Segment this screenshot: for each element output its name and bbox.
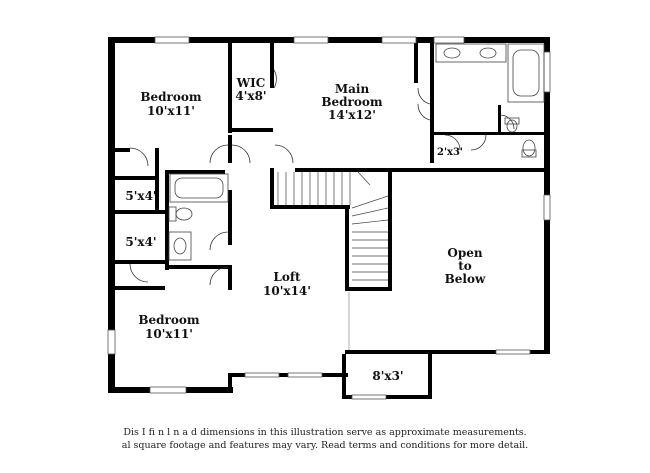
disclaimer-line-1: Dis I fi n l n a d dimensions in this il… — [123, 427, 527, 438]
windows — [107, 36, 551, 400]
interior-walls — [115, 43, 550, 291]
main-bedroom-name-2: Bedroom — [321, 95, 382, 109]
door-swings — [129, 69, 515, 286]
wic-size: 4'x8' — [235, 89, 266, 103]
main-bedroom-size: 14'x12' — [328, 108, 376, 122]
bedroom-top-size: 10'x11' — [147, 104, 195, 118]
closet-2x3-size: 2'x3' — [437, 147, 463, 158]
closet-5x4-a-size: 5'x4' — [125, 189, 156, 203]
closet-5x4-b-size: 5'x4' — [125, 235, 156, 249]
main-bedroom-name: Main — [335, 82, 370, 96]
open-below-line1: Open — [447, 246, 482, 260]
stair-treads — [277, 171, 389, 350]
open-below-line3: Below — [445, 272, 486, 286]
bedroom-top-name: Bedroom — [140, 90, 201, 104]
room-labels: Bedroom 10'x11' WIC 4'x8' Main Bedroom 1… — [125, 76, 486, 383]
disclaimer-line-2: al square footage and features may vary.… — [121, 440, 529, 451]
open-below-line2: to — [458, 259, 472, 273]
loft-name: Loft — [273, 270, 301, 284]
bath-fixtures — [168, 43, 545, 261]
bedroom-bottom-size: 10'x11' — [145, 327, 193, 341]
balcony-8x3-size: 8'x3' — [372, 369, 403, 383]
loft-size: 10'x14' — [263, 284, 311, 298]
wic-name: WIC — [236, 76, 266, 90]
bedroom-bottom-name: Bedroom — [138, 313, 199, 327]
